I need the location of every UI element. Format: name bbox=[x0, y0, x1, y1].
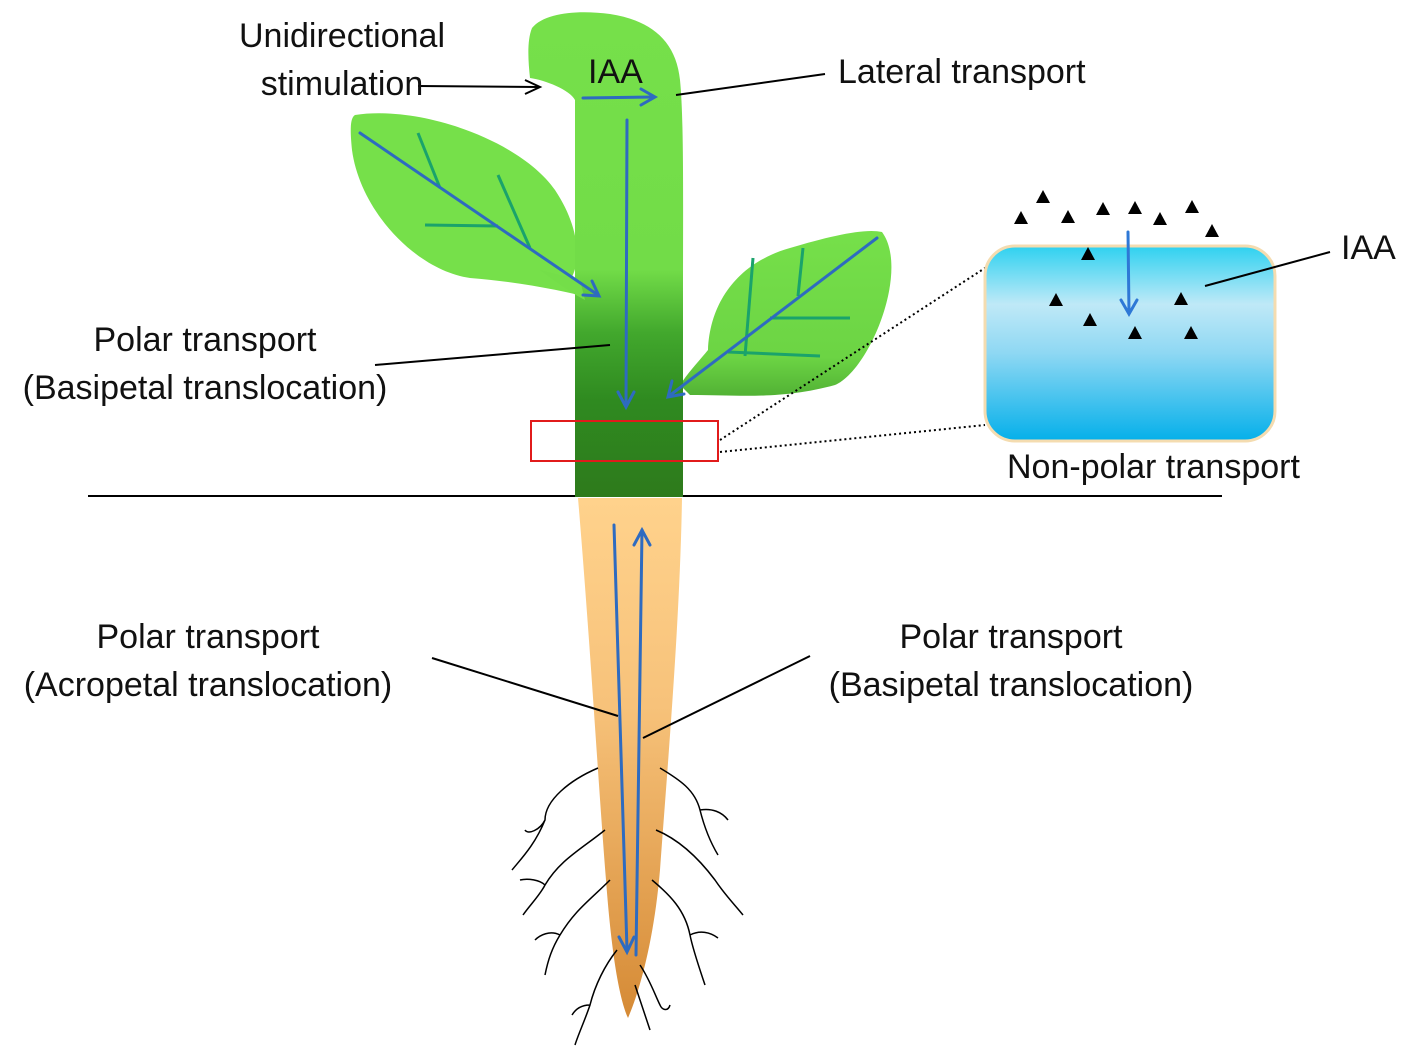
iaa-molecule-icon bbox=[1014, 211, 1028, 224]
iaa-tip-label: IAA bbox=[588, 53, 643, 91]
iaa-molecule-icon bbox=[1184, 326, 1198, 339]
iaa-molecule-icon bbox=[1036, 190, 1050, 203]
polar-root-right-line1: Polar transport bbox=[899, 618, 1123, 656]
iaa-molecule-icon bbox=[1174, 292, 1188, 305]
left-petiole bbox=[540, 270, 585, 300]
polar-root-left-line2: (Acropetal translocation) bbox=[23, 666, 393, 704]
iaa-molecule-icon bbox=[1081, 247, 1095, 260]
root-hairs bbox=[511, 767, 744, 1046]
root-transport-arrows bbox=[612, 523, 652, 957]
unidirectional-line1: Unidirectional bbox=[239, 17, 445, 55]
inset-arrow bbox=[1119, 230, 1139, 318]
polar-shoot-line1: Polar transport bbox=[93, 321, 317, 359]
polar-transport-acropetal-label: Polar transport (Acropetal translocation… bbox=[2, 613, 414, 709]
root bbox=[578, 498, 682, 1018]
left-leaf bbox=[350, 113, 604, 301]
non-polar-transport-label: Non-polar transport bbox=[1007, 448, 1300, 486]
shoot-stem bbox=[528, 12, 684, 497]
polar-transport-shoot-label: Polar transport (Basipetal translocation… bbox=[2, 316, 408, 412]
polar-transport-root-basipetal-label: Polar transport (Basipetal translocation… bbox=[808, 613, 1214, 709]
inset-connectors bbox=[719, 267, 986, 453]
iaa-molecule-icon bbox=[1049, 293, 1063, 306]
right-leaf-veins bbox=[727, 247, 850, 358]
iaa-molecules bbox=[1014, 190, 1219, 339]
iaa-molecule-icon bbox=[1185, 200, 1199, 213]
iaa-molecule-icon bbox=[1096, 202, 1110, 215]
polar-root-right-line2: (Basipetal translocation) bbox=[828, 666, 1194, 704]
iaa-inset-label: IAA bbox=[1341, 229, 1396, 267]
shoot-transport-arrows bbox=[358, 87, 879, 411]
iaa-molecule-icon bbox=[1205, 224, 1219, 237]
iaa-molecule-icon bbox=[1128, 326, 1142, 339]
lateral-transport-label: Lateral transport bbox=[838, 53, 1086, 91]
iaa-molecule-icon bbox=[1083, 313, 1097, 326]
unidirectional-stimulation-label: Unidirectional stimulation bbox=[222, 12, 462, 108]
right-leaf bbox=[680, 230, 892, 396]
unidirectional-line2: stimulation bbox=[260, 65, 424, 103]
iaa-molecule-icon bbox=[1128, 201, 1142, 214]
iaa-molecule-icon bbox=[1061, 210, 1075, 223]
polar-root-left-line1: Polar transport bbox=[96, 618, 320, 656]
inset-cell-box bbox=[983, 244, 1277, 443]
highlight-box bbox=[530, 420, 719, 462]
leader-lines bbox=[374, 73, 1331, 739]
iaa-molecule-icon bbox=[1153, 212, 1167, 225]
left-leaf-veins bbox=[416, 132, 532, 249]
polar-shoot-line2: (Basipetal translocation) bbox=[22, 369, 388, 407]
